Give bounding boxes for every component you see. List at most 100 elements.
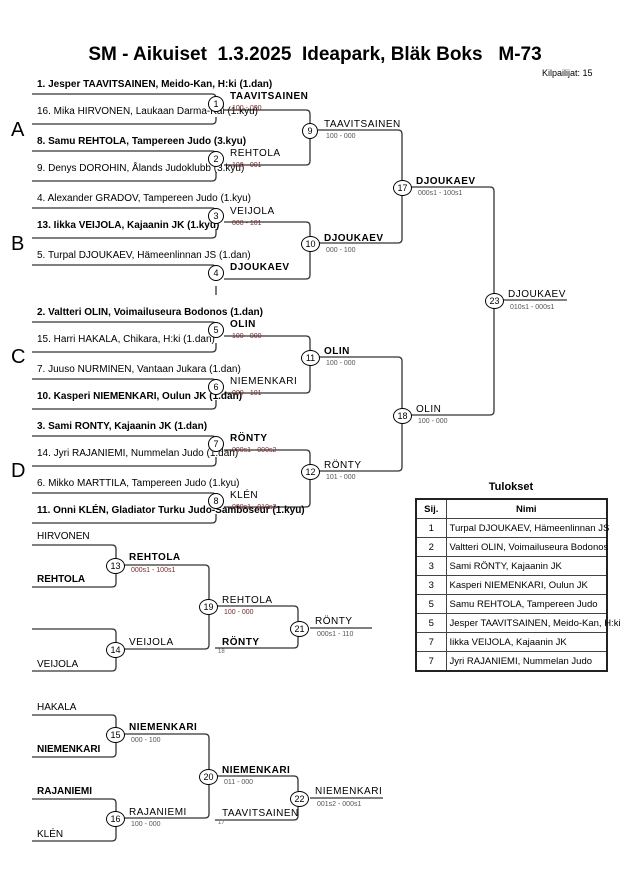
entrant[interactable]: 5. Turpal DJOUKAEV, Hämeenlinnan JS (1.d… — [37, 250, 251, 261]
column-header-rank: Sij. — [415, 498, 447, 519]
match-number[interactable]: 17 — [393, 180, 412, 196]
entrant[interactable]: 1. Jesper TAAVITSAINEN, Meido-Kan, H:ki … — [37, 79, 273, 90]
match-score: 000 - 101 — [232, 220, 262, 227]
match-winner: REHTOLA — [230, 148, 281, 159]
match-score: 100 - 000 — [326, 133, 356, 140]
repechage-entrant[interactable]: RAJANIEMI — [37, 786, 93, 797]
repechage-entrant[interactable]: VEIJOLA — [37, 659, 79, 670]
match-number[interactable]: 12 — [301, 464, 320, 480]
entrant[interactable]: 11. Onni KLÉN, Gladiator Turku Judo-Samb… — [37, 505, 305, 516]
match-number[interactable]: 21 — [290, 621, 309, 637]
entrant[interactable]: 9. Denys DOROHIN, Ålands Judoklubb (3.ky… — [37, 163, 245, 174]
match-winner: TAAVITSAINEN — [324, 119, 401, 130]
match-score: 010s1 - 000s1 — [510, 304, 555, 311]
match-number[interactable]: 22 — [290, 791, 309, 807]
match-score: 000s1 - 100s1 — [131, 567, 176, 574]
match-number[interactable]: 3 — [208, 208, 224, 224]
name-cell: Valtteri OLIN, Voimailuseura Bodonos — [445, 537, 608, 557]
entrant[interactable]: 10. Kasperi NIEMENKARI, Oulun JK (1.dan) — [37, 391, 243, 402]
name-cell: Turpal DJOUKAEV, Hämeenlinnan JS — [445, 518, 609, 538]
match-score: 011 - 000 — [224, 779, 254, 786]
entrant[interactable]: 4. Alexander GRADOV, Tampereen Judo (1.k… — [37, 193, 252, 204]
entrant[interactable]: 7. Juuso NURMINEN, Vantaan Jukara (1.dan… — [37, 364, 241, 375]
match-number[interactable]: 16 — [106, 811, 125, 827]
match-winner: KLÉN — [230, 490, 259, 501]
name-cell: Jyri RAJANIEMI, Nummelan Judo — [445, 651, 608, 672]
match-number[interactable]: 15 — [106, 727, 125, 743]
repechage-entrant[interactable]: NIEMENKARI — [37, 744, 101, 755]
match-number[interactable]: 10 — [301, 236, 320, 252]
match-score: 100 - 001 — [232, 162, 262, 169]
pool-label-b: B — [11, 233, 25, 255]
match-number[interactable]: 14 — [106, 642, 125, 658]
match-score: 100 - 000 — [131, 821, 161, 828]
match-winner: DJOUKAEV — [230, 262, 290, 273]
rank-cell: 3 — [415, 556, 447, 576]
match-number[interactable]: 4 — [208, 265, 224, 281]
entrant[interactable]: 2. Valtteri OLIN, Voimailuseura Bodonos … — [37, 307, 263, 318]
entrant[interactable]: 14. Jyri RAJANIEMI, Nummelan Judo (1.dan… — [37, 448, 239, 459]
entrant[interactable]: 6. Mikko MARTTILA, Tampereen Judo (1.kyu… — [37, 478, 240, 489]
repechage-entrant[interactable]: HIRVONEN — [37, 531, 90, 542]
match-number[interactable]: 9 — [302, 123, 318, 139]
match-number[interactable]: 19 — [199, 599, 218, 615]
match-winner: VEIJOLA — [129, 637, 174, 648]
match-number[interactable]: 13 — [106, 558, 125, 574]
match-score: 000 - 100 — [131, 737, 161, 744]
match-number[interactable]: 11 — [301, 350, 320, 366]
entrant[interactable]: 16. Mika HIRVONEN, Laukaan Darma-Kai (1.… — [37, 106, 259, 117]
match-winner: NIEMENKARI — [315, 786, 383, 797]
repechage-entrant[interactable]: KLÉN — [37, 829, 64, 840]
repechage-entrant[interactable]: REHTOLA — [37, 574, 86, 585]
round2-lines — [224, 109, 311, 508]
match-number[interactable]: 18 — [393, 408, 412, 424]
entrant[interactable]: 3. Sami RONTY, Kajaanin JK (1.dan) — [37, 421, 208, 432]
match-number[interactable]: 2 — [208, 151, 224, 167]
match-winner: OLIN — [230, 319, 256, 330]
match-score: 100 - 000 — [418, 418, 448, 425]
match-score: 101 - 000 — [326, 474, 356, 481]
match-number[interactable]: 23 — [485, 293, 504, 309]
semifinal-lines — [410, 186, 567, 416]
entrant[interactable]: 13. Iikka VEIJOLA, Kajaanin JK (1.kyu) — [37, 220, 220, 231]
rank-cell: 2 — [415, 537, 447, 557]
match-number[interactable]: 1 — [208, 96, 224, 112]
entrant[interactable]: 15. Harri HAKALA, Chikara, H:ki (1.dan) — [37, 334, 215, 345]
source-match-note: 17 — [218, 820, 225, 826]
match-number[interactable]: 8 — [208, 493, 224, 509]
results-title: Tulokset — [488, 481, 534, 493]
rank-cell: 3 — [415, 575, 447, 595]
repechage-entrant[interactable]: HAKALA — [37, 702, 77, 713]
pool-label-d: D — [11, 460, 26, 482]
name-cell: Sami RÖNTY, Kajaanin JK — [445, 556, 608, 576]
repechage-entrant[interactable]: RÖNTY — [222, 637, 260, 648]
column-header-name: Nimi — [445, 498, 608, 519]
match-number[interactable]: 5 — [208, 322, 224, 338]
match-score: 000 - 101 — [232, 390, 262, 397]
match-number[interactable]: 6 — [208, 379, 224, 395]
repechage-entrant[interactable]: TAAVITSAINEN — [222, 808, 299, 819]
entrant[interactable]: 8. Samu REHTOLA, Tampereen Judo (3.kyu) — [37, 136, 247, 147]
match-number[interactable]: 7 — [208, 436, 224, 452]
match-winner: RÖNTY — [324, 460, 362, 471]
rank-cell: 5 — [415, 613, 447, 633]
name-cell: Jesper TAAVITSAINEN, Meido-Kan, H:ki — [445, 613, 621, 633]
match-winner: RÖNTY — [230, 433, 268, 444]
match-score: 100 - 000 — [326, 360, 356, 367]
match-winner: DJOUKAEV — [416, 176, 476, 187]
pool-label-a: A — [11, 119, 25, 141]
match-winner: REHTOLA — [222, 595, 273, 606]
match-number[interactable]: 20 — [199, 769, 218, 785]
results-header-row: Sij. Nimi — [415, 498, 608, 519]
match-score: 100 - 000 — [232, 105, 262, 112]
match-score: 001s2 - 000s1 — [317, 801, 362, 808]
match-score: 000s1 - 110 — [317, 631, 354, 638]
repechage-lines — [32, 544, 383, 842]
